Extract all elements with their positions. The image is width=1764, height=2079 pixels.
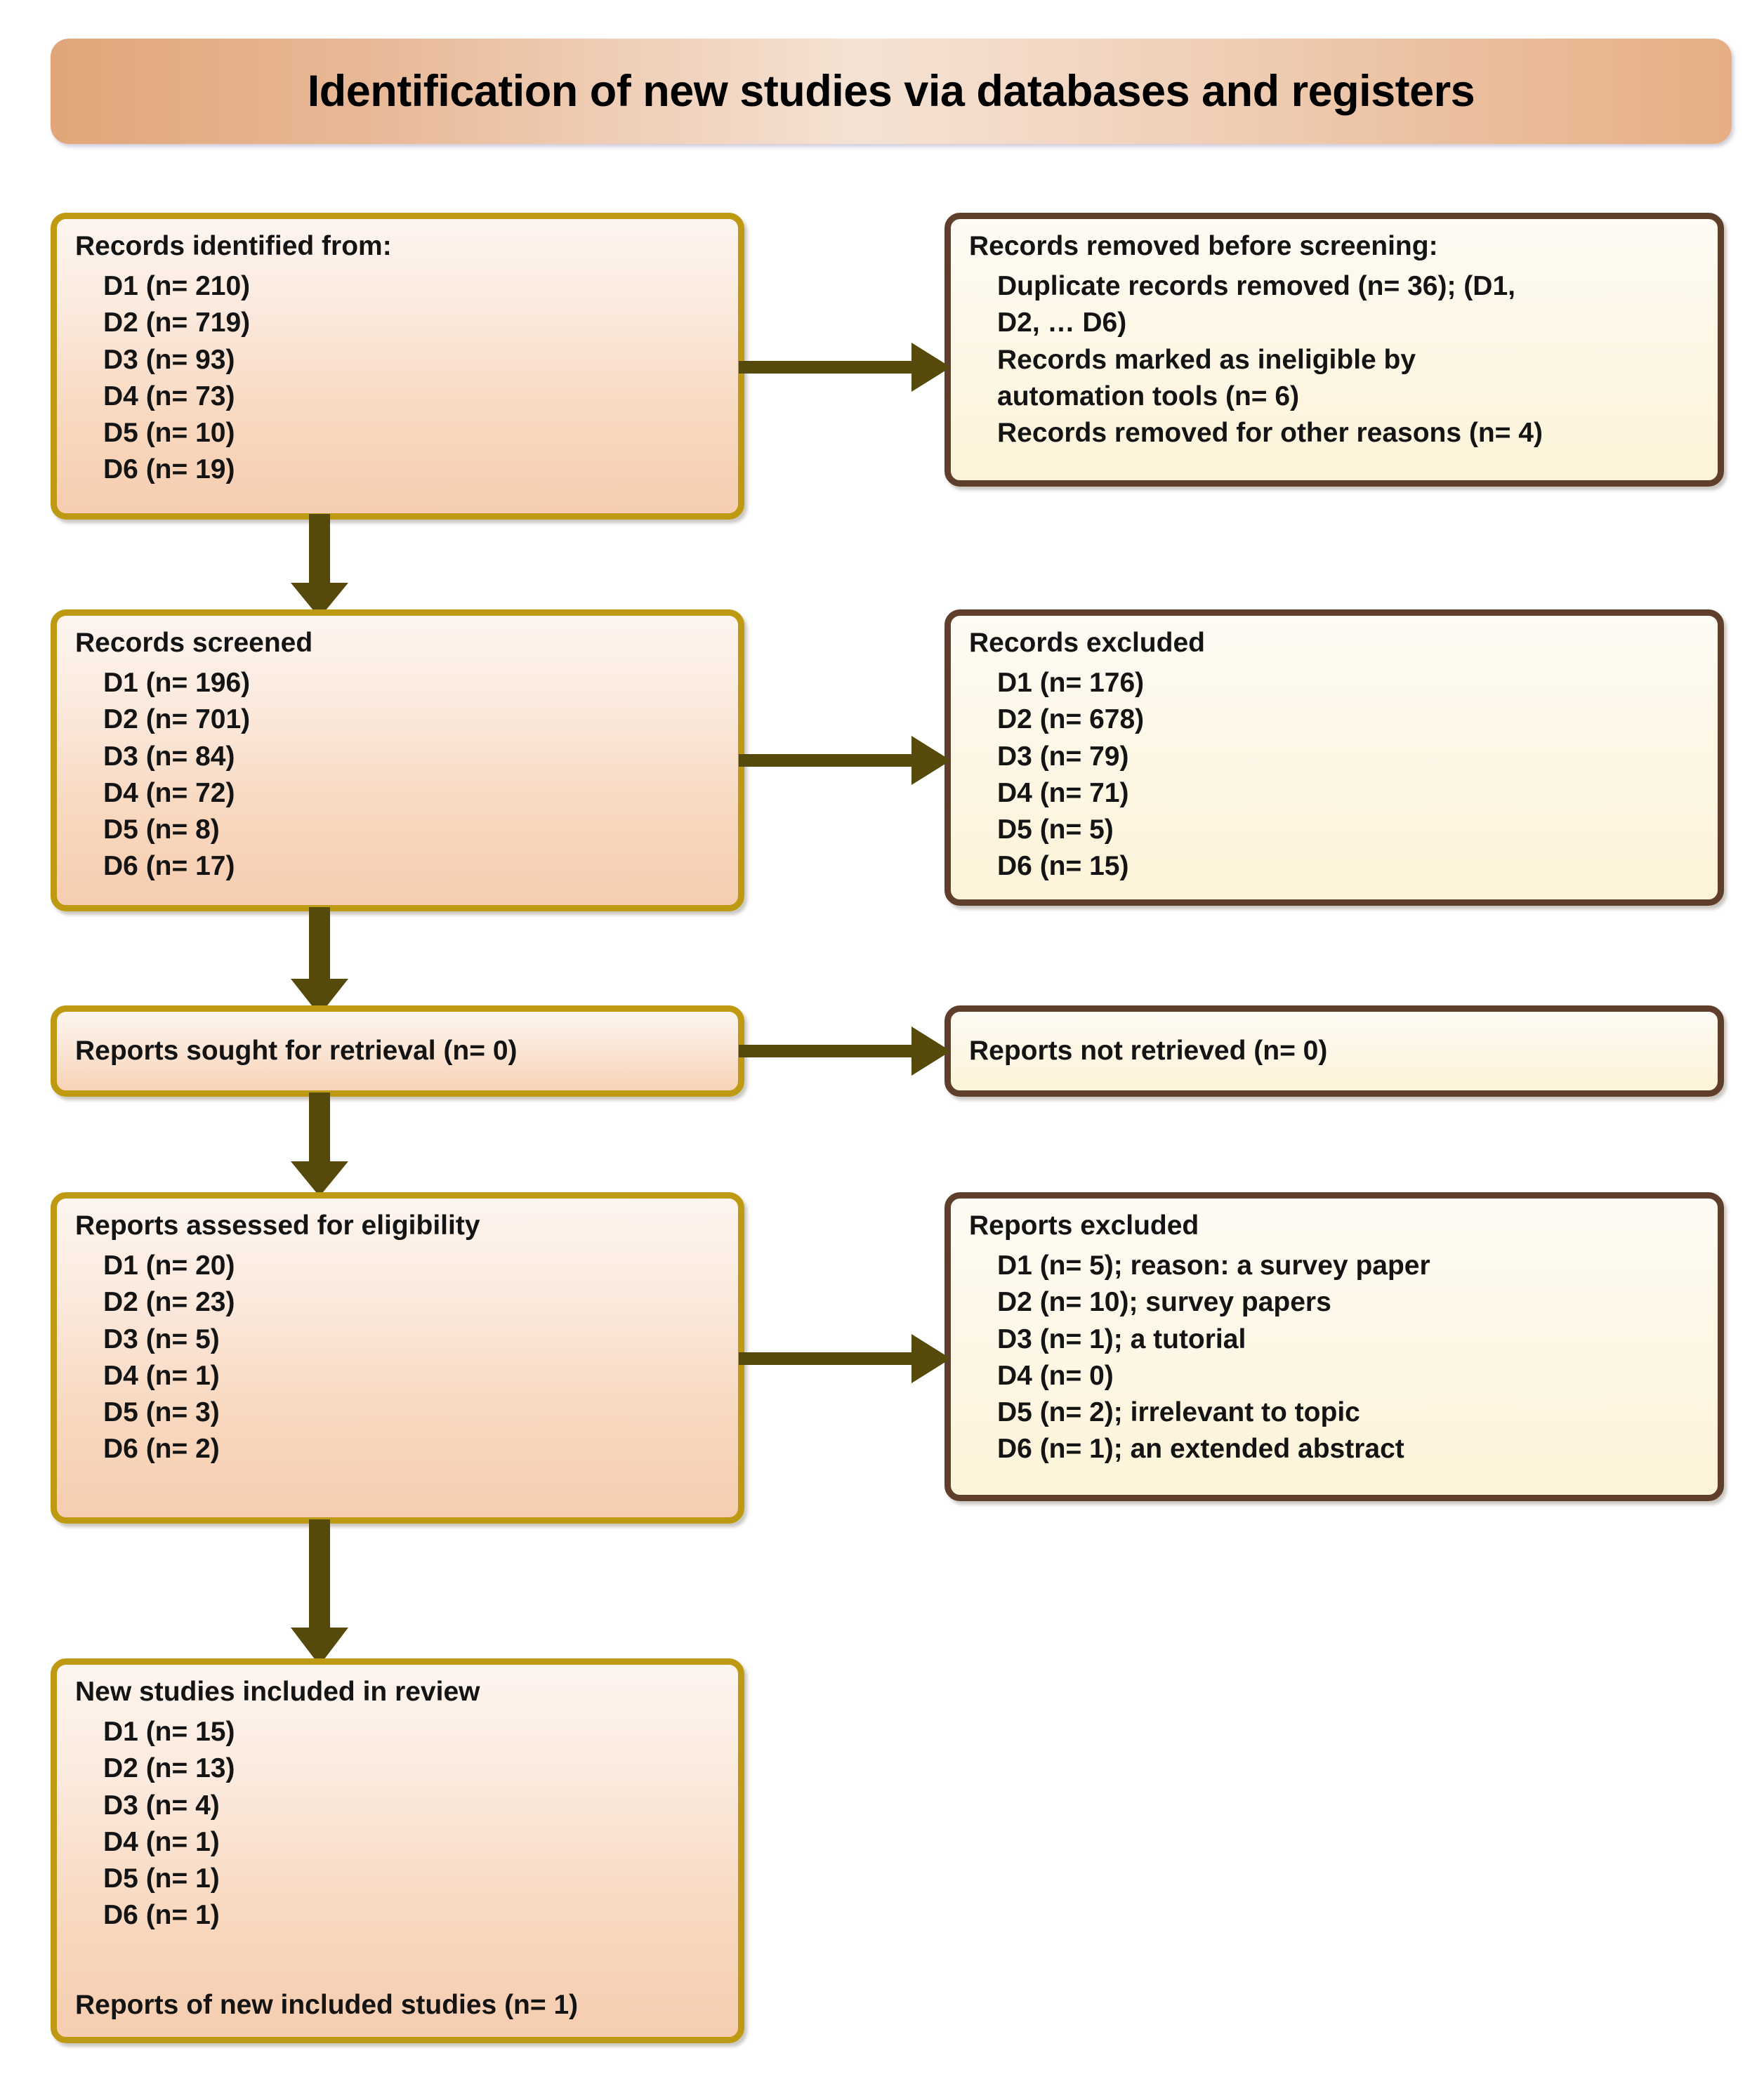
arrow-screened-to-excluded — [736, 722, 954, 799]
box-reports-sought-for-retrieval: Reports sought for retrieval (n= 0) — [51, 1005, 744, 1097]
box-line: D1 (n= 176) — [997, 668, 1145, 699]
box-line: D5 (n= 8) — [103, 814, 220, 845]
box-title: Records removed before screening: — [969, 231, 1438, 261]
arrow-sought-to-assessed — [281, 1091, 358, 1198]
box-title: Reports sought for retrieval (n= 0) — [75, 1036, 518, 1066]
box-line-list: D1 (n= 210) D2 (n= 719) D3 (n= 93) D4 (n… — [75, 268, 720, 489]
box-line: D1 (n= 20) — [103, 1250, 235, 1281]
box-line: D6 (n= 17) — [103, 851, 235, 882]
box-line: D3 (n= 84) — [103, 741, 235, 772]
box-line: D4 (n= 0) — [997, 1360, 1114, 1391]
box-line: D3 (n= 1); a tutorial — [997, 1324, 1246, 1354]
box-line: D2 (n= 23) — [103, 1287, 235, 1318]
box-line: D3 (n= 93) — [103, 344, 235, 375]
box-line: D6 (n= 1) — [103, 1900, 220, 1931]
box-line: D6 (n= 15) — [997, 851, 1129, 882]
box-reports-not-retrieved: Reports not retrieved (n= 0) — [944, 1005, 1724, 1097]
box-title: Records identified from: — [75, 231, 392, 261]
box-title: Records excluded — [969, 628, 1205, 658]
box-title: Reports excluded — [969, 1210, 1199, 1241]
box-line: D2 (n= 13) — [103, 1753, 235, 1784]
box-line: Records removed for other reasons (n= 4) — [997, 418, 1543, 449]
box-line: D3 (n= 4) — [103, 1790, 220, 1821]
box-line: D6 (n= 1); an extended abstract — [997, 1434, 1404, 1465]
box-line: D3 (n= 5) — [103, 1324, 220, 1354]
box-title: New studies included in review — [75, 1677, 480, 1707]
box-records-removed-before-screening: Records removed before screening: Duplic… — [944, 213, 1724, 487]
box-line: D6 (n= 2) — [103, 1434, 220, 1465]
box-line: D5 (n= 3) — [103, 1397, 220, 1428]
box-records-screened: Records screened D1 (n= 196) D2 (n= 701)… — [51, 609, 744, 911]
box-reports-excluded: Reports excluded D1 (n= 5); reason: a su… — [944, 1192, 1724, 1501]
box-new-studies-included-in-review: New studies included in review D1 (n= 15… — [51, 1658, 744, 2043]
box-line: D2 (n= 701) — [103, 704, 251, 735]
box-line: D5 (n= 5) — [997, 814, 1114, 845]
box-line: D5 (n= 2); irrelevant to topic — [997, 1397, 1360, 1428]
arrow-screened-to-sought — [281, 906, 358, 1017]
box-line-list: D1 (n= 20) D2 (n= 23) D3 (n= 5) D4 (n= 1… — [75, 1248, 720, 1468]
arrow-sought-to-notretrieved — [736, 1012, 954, 1090]
box-line: D3 (n= 79) — [997, 741, 1129, 772]
diagram-title-banner: Identification of new studies via databa… — [51, 39, 1732, 144]
page-title: Identification of new studies via databa… — [307, 67, 1475, 116]
box-line: D2 (n= 678) — [997, 704, 1145, 735]
box-title: Reports not retrieved (n= 0) — [969, 1036, 1328, 1066]
box-line: Duplicate records removed (n= 36); (D1, … — [997, 271, 1515, 338]
box-line-list: D1 (n= 15) D2 (n= 13) D3 (n= 4) D4 (n= 1… — [75, 1714, 720, 1934]
box-line: D2 (n= 719) — [103, 308, 251, 338]
box-line: D5 (n= 1) — [103, 1863, 220, 1894]
box-line: D4 (n= 1) — [103, 1826, 220, 1857]
box-line: D1 (n= 196) — [103, 668, 251, 699]
box-line: D1 (n= 15) — [103, 1717, 235, 1748]
arrow-assessed-to-reportsexcluded — [736, 1320, 954, 1397]
box-line: D1 (n= 5); reason: a survey paper — [997, 1250, 1430, 1281]
box-line: D4 (n= 1) — [103, 1360, 220, 1391]
box-records-identified: Records identified from: D1 (n= 210) D2 … — [51, 213, 744, 520]
box-line: D1 (n= 210) — [103, 271, 251, 302]
arrow-identified-to-removed — [736, 329, 954, 406]
box-line-list: Duplicate records removed (n= 36); (D1, … — [969, 268, 1699, 451]
box-line-list: D1 (n= 176) D2 (n= 678) D3 (n= 79) D4 (n… — [969, 665, 1699, 885]
box-line: D6 (n= 19) — [103, 454, 235, 485]
box-line-list: D1 (n= 196) D2 (n= 701) D3 (n= 84) D4 (n… — [75, 665, 720, 885]
box-line: D5 (n= 10) — [103, 418, 235, 449]
arrow-assessed-to-included — [281, 1518, 358, 1667]
box-line: D4 (n= 71) — [997, 777, 1129, 808]
box-line: Records marked as ineligible by automati… — [997, 344, 1416, 411]
box-reports-assessed-for-eligibility: Reports assessed for eligibility D1 (n= … — [51, 1192, 744, 1524]
box-line-list: D1 (n= 5); reason: a survey paper D2 (n=… — [969, 1248, 1699, 1468]
box-line: D4 (n= 72) — [103, 777, 235, 808]
box-title: Reports assessed for eligibility — [75, 1210, 480, 1241]
arrow-identified-to-screened — [281, 513, 358, 619]
box-title: Records screened — [75, 628, 313, 658]
box-line: D4 (n= 73) — [103, 381, 235, 411]
box-footer-reports-of-new-included-studies: Reports of new included studies (n= 1) — [75, 1990, 579, 2021]
box-line: D2 (n= 10); survey papers — [997, 1287, 1331, 1318]
box-records-excluded: Records excluded D1 (n= 176) D2 (n= 678)… — [944, 609, 1724, 906]
